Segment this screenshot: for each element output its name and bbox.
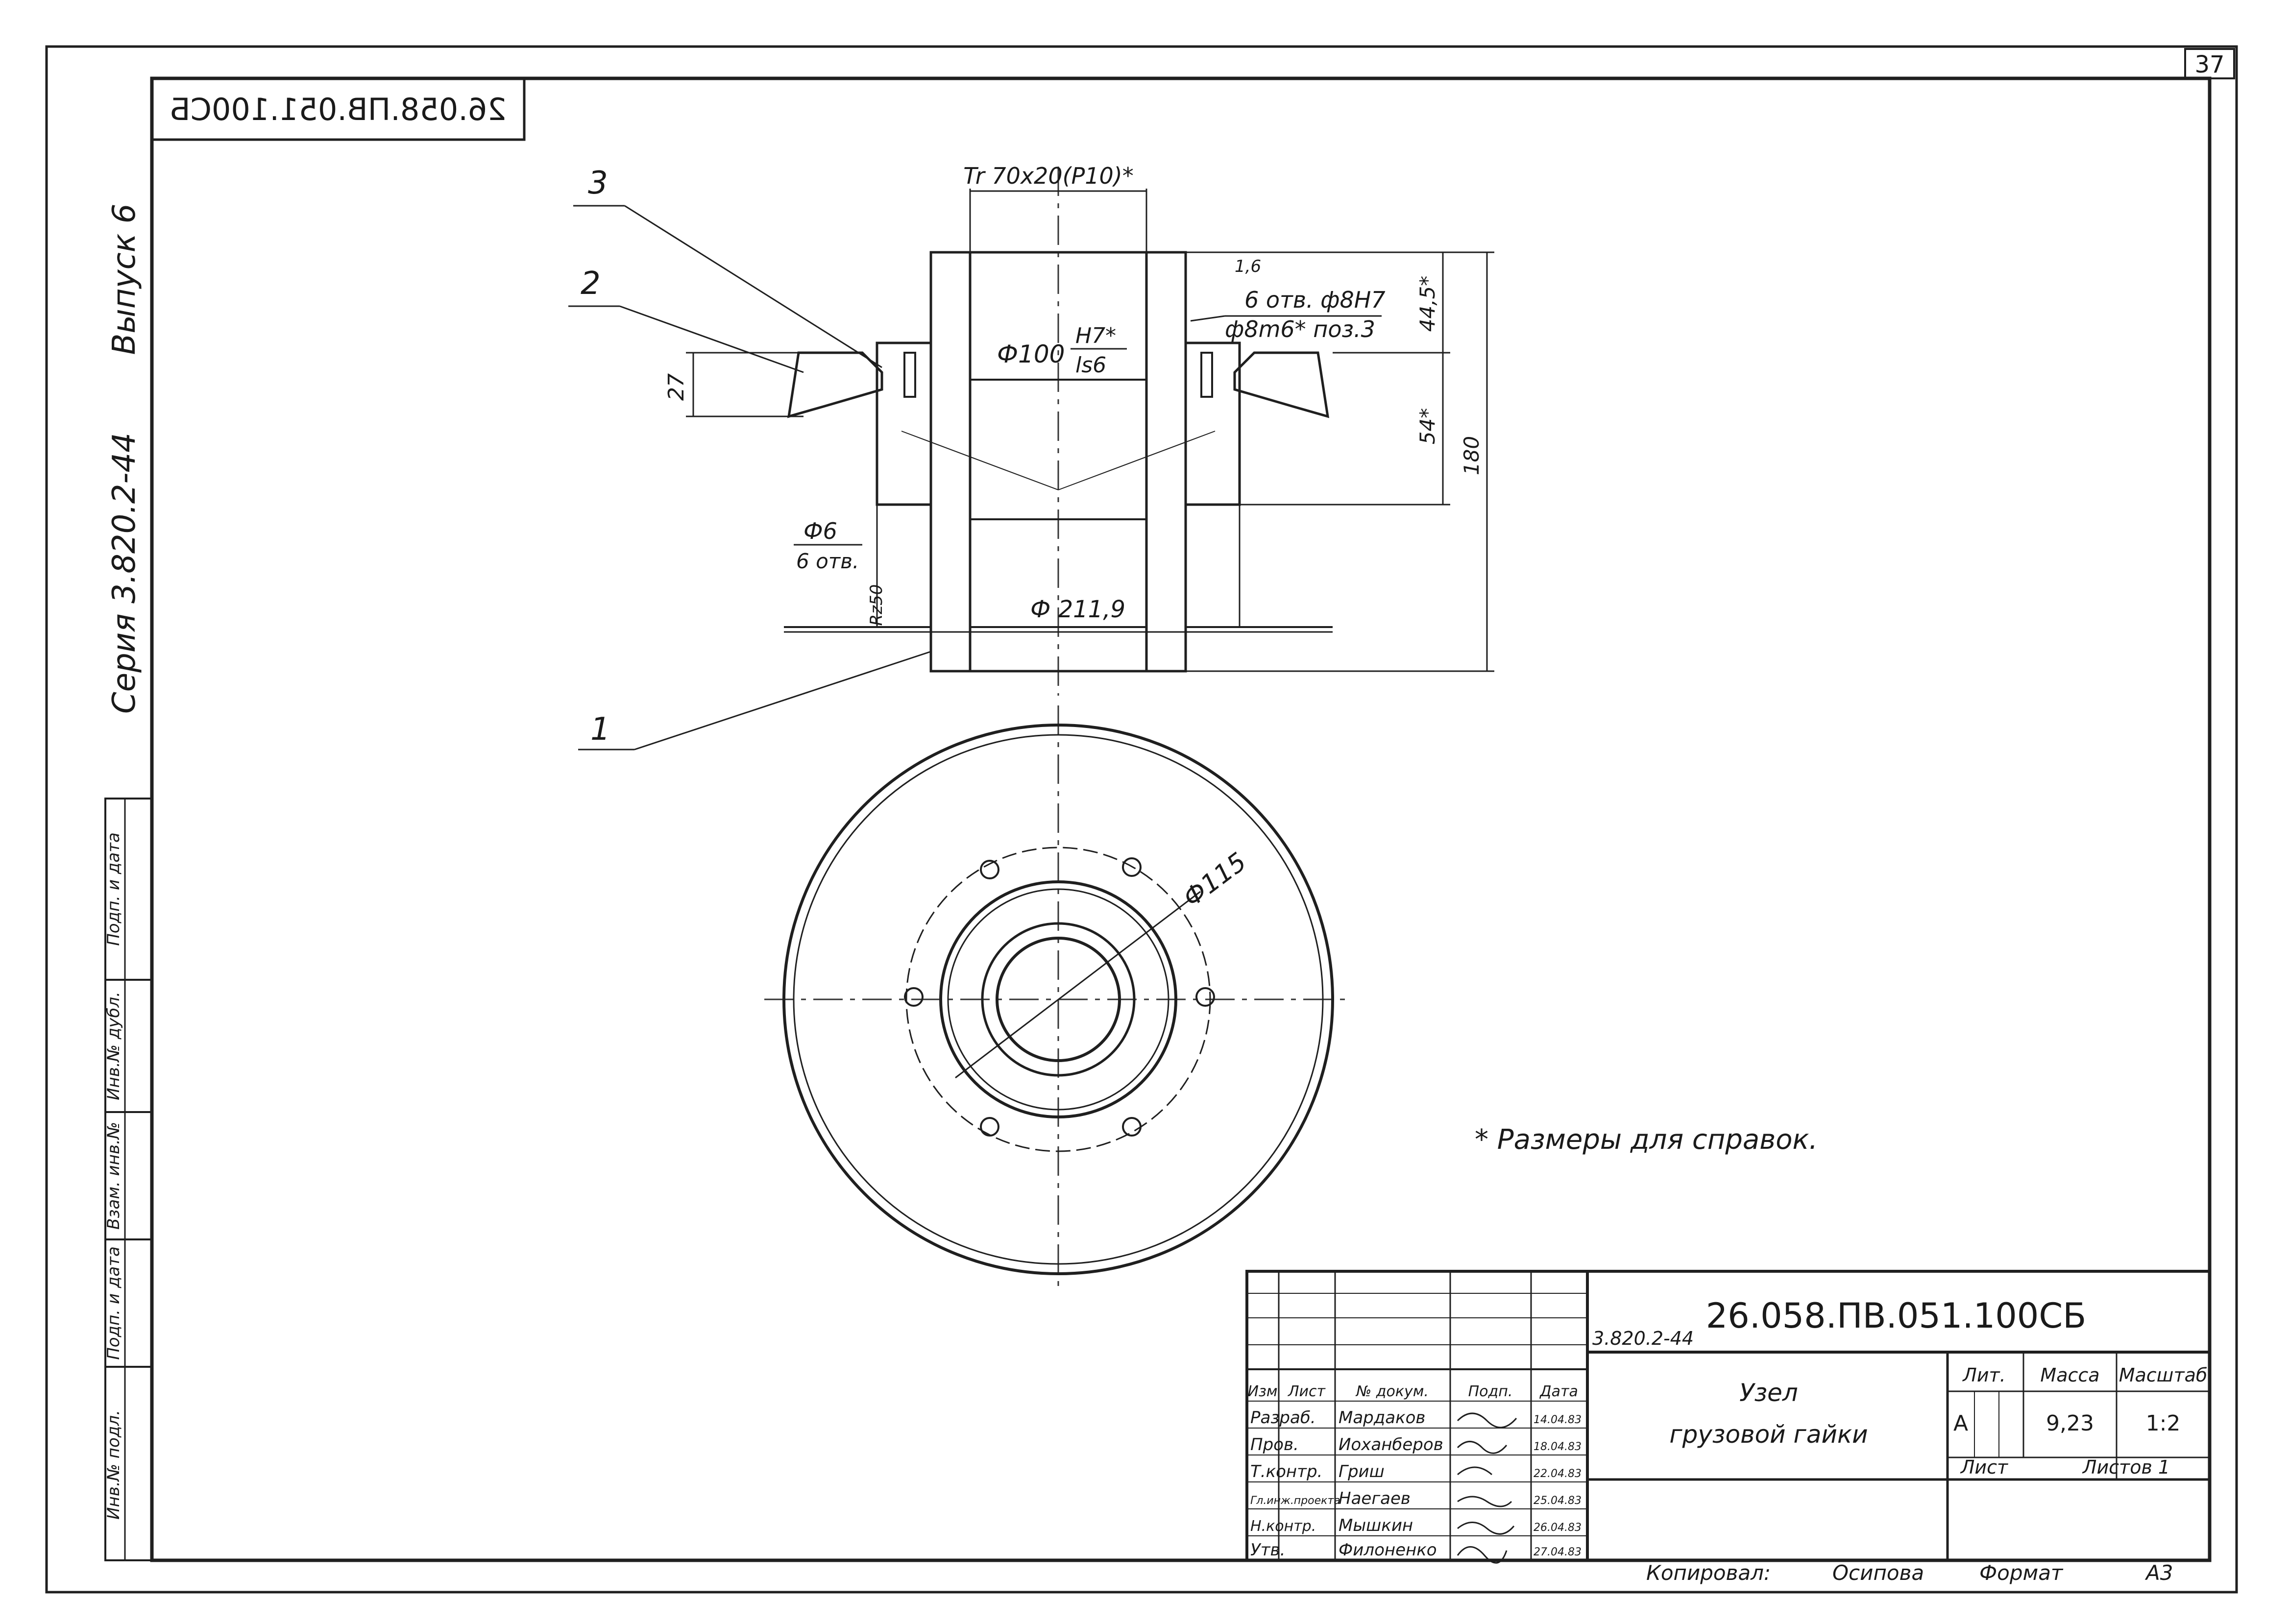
signatures — [1457, 1412, 1517, 1564]
col-list: Лист — [1288, 1383, 1326, 1400]
dim-54: 54* — [1415, 408, 1439, 444]
row-role: Н.контр. — [1250, 1518, 1316, 1535]
dim-27: 27 — [664, 373, 689, 401]
name-line1: Узел — [1739, 1379, 1798, 1407]
callout-1: 1 — [590, 711, 610, 748]
fit-lower: ls6 — [1075, 353, 1106, 378]
row-name: Иоханберов — [1339, 1435, 1443, 1454]
mirrored-code-box: 26.058.ПВ.051.100СБ — [150, 77, 526, 141]
col-date: Дата — [1539, 1383, 1578, 1400]
format-label: Формат — [1979, 1561, 2064, 1585]
name-line2: грузовой гайки — [1669, 1420, 1868, 1449]
hole-dia: Ф6 — [804, 518, 837, 544]
col-izm: Изм — [1247, 1383, 1277, 1400]
row-role: Т.контр. — [1250, 1462, 1322, 1481]
stamp-col-2: Подп. и дата — [104, 1246, 123, 1360]
stamp-col-1: Инв.№ подл. — [104, 1410, 123, 1520]
series-label: Серия 3.820.2-44 — [106, 433, 143, 714]
reference-note: * Размеры для справок. — [1475, 1124, 1818, 1156]
series-ref: 3.820.2-44 — [1592, 1328, 1694, 1349]
row-role: Разраб. — [1250, 1408, 1316, 1428]
issue-label: Выпуск 6 — [106, 203, 143, 355]
row-role: Гл.инж.проекта — [1250, 1495, 1340, 1507]
sheets-label: Листов 1 — [2082, 1456, 2170, 1478]
row-date: 25.04.83 — [1534, 1495, 1582, 1507]
pin-right — [1200, 352, 1213, 398]
row-date: 22.04.83 — [1534, 1468, 1582, 1480]
gear-ring-left — [787, 351, 883, 418]
lit-header: Лит. — [1962, 1364, 2006, 1386]
roughness-rz: Rz50 — [867, 584, 886, 626]
outer-diameter: Ф 211,9 — [1030, 596, 1125, 623]
row-date: 18.04.83 — [1534, 1441, 1582, 1453]
pin-left — [903, 352, 916, 398]
plan-view: Ф115 — [764, 705, 1352, 1293]
copied-label: Копировал: — [1646, 1561, 1771, 1585]
stamp-col-3: Взам. инв.№ — [104, 1122, 123, 1230]
designation: 26.058.ПВ.051.100СБ — [1706, 1296, 2086, 1336]
dim-44-5: 44,5* — [1415, 276, 1439, 332]
bolt-circle-dia: Ф115 — [1178, 847, 1252, 913]
stamp-strip: Инв.№ подл. Подп. и дата Взам. инв.№ Инв… — [104, 798, 153, 1561]
col-doc: № докум. — [1355, 1383, 1429, 1400]
stamp-col-5: Подп. и дата — [104, 832, 123, 946]
row-name: Гриш — [1339, 1462, 1385, 1481]
hole-count: 6 отв. — [796, 549, 859, 573]
row-date: 26.04.83 — [1534, 1522, 1582, 1534]
format-value: А3 — [2144, 1561, 2173, 1585]
row-role: Утв. — [1250, 1540, 1285, 1560]
row-name: Мардаков — [1339, 1408, 1425, 1428]
mass-header: Масса — [2040, 1364, 2099, 1386]
row-name: Наегаев — [1339, 1489, 1411, 1508]
roughness-label: 1,6 — [1235, 257, 1261, 276]
fit-upper: H7* — [1075, 323, 1116, 348]
page-number-box: 37 — [2184, 48, 2235, 79]
page-number: 37 — [2194, 51, 2224, 78]
holes-note-1: 6 отв. ф8Н7 — [1244, 287, 1386, 313]
gear-ring-right — [1233, 351, 1330, 418]
mass-value: 9,23 — [2046, 1411, 2094, 1436]
col-sign: Подп. — [1468, 1383, 1513, 1400]
dim-180: 180 — [1460, 436, 1484, 475]
callouts: 3 2 1 — [568, 165, 931, 751]
holes-note-2: ф8m6* поз.3 — [1225, 316, 1375, 342]
callout-3: 3 — [588, 165, 608, 201]
scale-header: Масштаб — [2119, 1364, 2208, 1386]
row-date: 14.04.83 — [1534, 1414, 1582, 1426]
thread-label: Tr 70x20(P10)* — [963, 163, 1134, 189]
sheet-outer-border — [45, 45, 2238, 1594]
stamp-col-4: Инв.№ дубл. — [104, 992, 123, 1100]
sleeve-right-wall — [1145, 251, 1187, 673]
title-block: Изм Лист № докум. Подп. Дата Разраб. Мар… — [1245, 1270, 2211, 1564]
drawing-frame — [150, 76, 2212, 1562]
copied-name: Осипова — [1832, 1561, 1924, 1585]
lit-value: А — [1953, 1411, 1968, 1436]
callout-2: 2 — [581, 266, 601, 302]
section-view: Tr 70x20(P10)* 1,6 6 отв. ф8Н7 ф8m6* поз… — [664, 163, 1494, 696]
scale-value: 1:2 — [2146, 1411, 2181, 1436]
row-name: Филоненко — [1339, 1540, 1437, 1560]
row-name: Мышкин — [1339, 1516, 1413, 1535]
row-date: 27.04.83 — [1534, 1546, 1582, 1558]
sleeve-left-wall — [929, 251, 972, 673]
row-role: Пров. — [1250, 1435, 1299, 1454]
mirrored-code: 26.058.ПВ.051.100СБ — [170, 92, 507, 127]
sheet-label: Лист — [1960, 1456, 2009, 1478]
fit-diameter: Ф100 — [997, 340, 1065, 368]
